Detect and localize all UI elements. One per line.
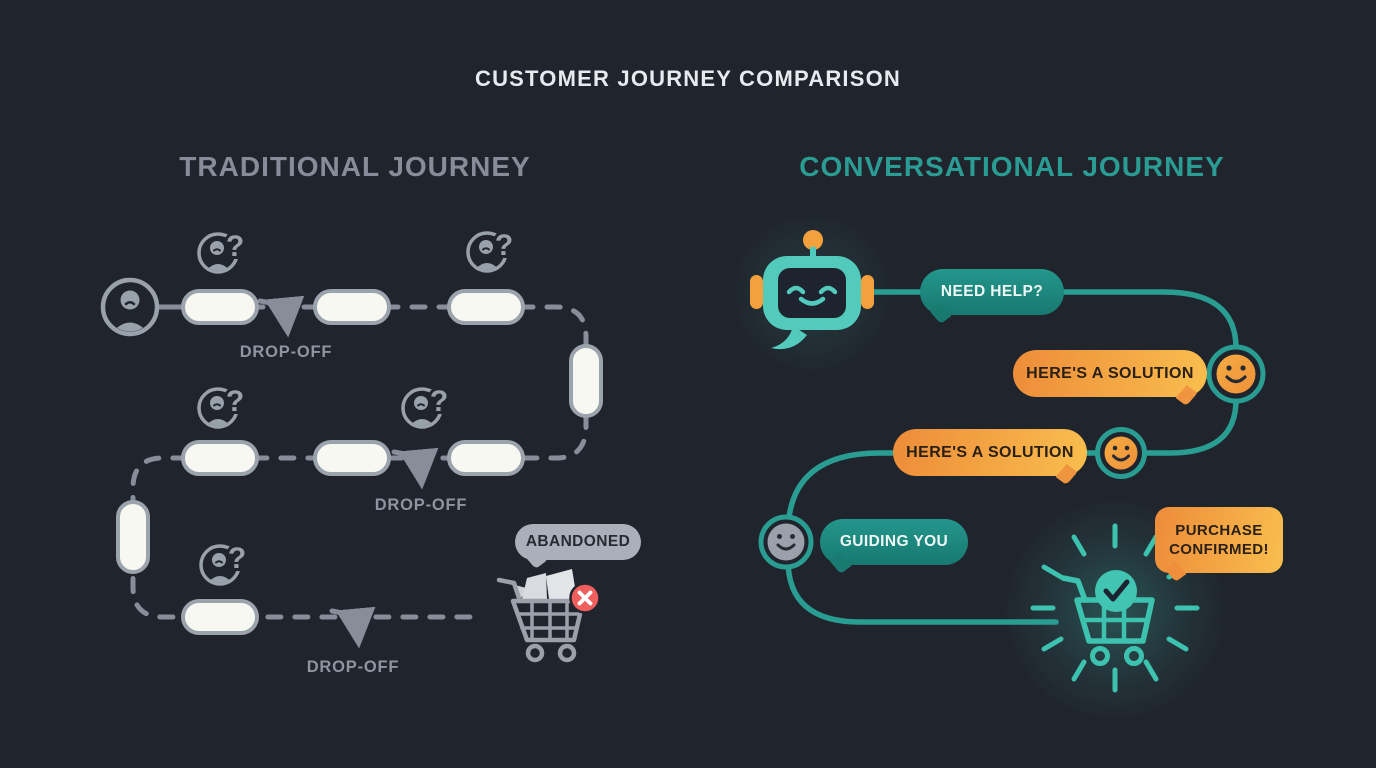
step-pill-vertical [569,344,603,418]
smiley-icon [1095,427,1147,479]
drop-off-arrow [329,606,376,649]
chat-bubble-guiding: GUIDING YOU [820,519,968,565]
drop-off-label: DROP-OFF [374,496,468,514]
step-pill [181,289,259,325]
step-pill [313,440,391,476]
step-pill [447,440,525,476]
step-pill-vertical [116,500,150,574]
smiley-icon [1206,344,1266,404]
abandoned-cart-icon [496,569,586,663]
confused-user-icon [199,230,244,274]
confused-user-icon [468,229,513,273]
drop-off-label: DROP-OFF [306,658,400,676]
journey-step-pills [116,289,603,635]
drop-off-label: DROP-OFF [239,343,333,361]
user-avatar-icon [103,280,157,335]
chat-bubble-solution-1: HERE'S A SOLUTION [1013,350,1207,397]
drop-off-arrows [257,295,439,649]
chat-bubble-solution-2: HERE'S A SOLUTION [893,429,1087,476]
abandoned-bubble: ABANDONED [515,524,641,560]
step-pill [313,289,391,325]
chat-bubble-purchase-confirmed: PURCHASE CONFIRMED! [1155,507,1283,573]
error-x-icon [569,582,601,614]
chatbot-icon [750,230,874,350]
traditional-heading: TRADITIONAL JOURNEY [179,151,531,182]
confused-user-icon [199,385,244,429]
drop-off-arrow [391,447,439,490]
page-title: CUSTOMER JOURNEY COMPARISON [474,66,901,91]
confused-user-icon [403,385,448,429]
step-pill [447,289,525,325]
confused-user-icon [201,542,246,586]
chat-bubble-need-help: NEED HELP? [920,269,1064,315]
smiley-icon [758,514,814,570]
conversational-path [785,289,1239,625]
conversational-journey-diagram [727,208,1266,725]
drop-off-arrow [257,295,305,338]
step-pill [181,599,259,635]
conversational-heading: CONVERSATIONAL JOURNEY [799,151,1225,182]
step-pill [181,440,259,476]
traditional-journey-diagram [103,229,603,663]
check-icon [1095,570,1137,612]
